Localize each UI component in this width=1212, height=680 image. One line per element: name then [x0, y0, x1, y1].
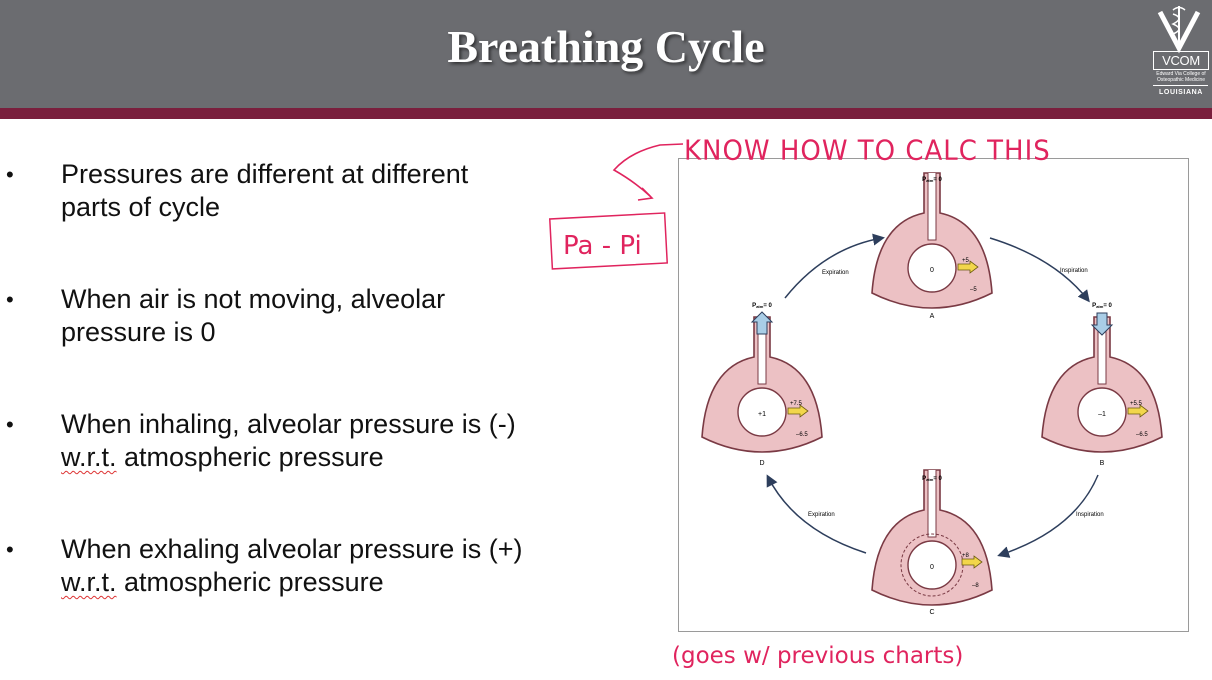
stage-b: –1 +5.5 –6.5 B Patm= 0 [1041, 303, 1163, 467]
bullet-marker: • [6, 162, 14, 187]
header-bar [0, 0, 1212, 108]
expiration-arrow-top [784, 233, 885, 299]
stage-d-intrapleural: –6.5 [796, 432, 808, 438]
stage-a-patm: Patm= 0 [922, 177, 942, 183]
bullet-marker: • [6, 412, 14, 437]
logo-state: LOUISIANA [1159, 89, 1203, 96]
handwritten-formula-box [548, 212, 669, 270]
stage-d-patm: Patm= 0 [752, 303, 772, 309]
vcom-logo-icon [1157, 6, 1201, 54]
stage-a-alveolar: 0 [930, 267, 934, 274]
stage-c-transpulmonary: +8 [962, 553, 970, 559]
bullet-marker: • [6, 287, 14, 312]
stage-b-patm: Patm= 0 [1092, 303, 1112, 309]
handwritten-pointer-head [637, 187, 654, 201]
inspiration-label-bottom: Inspiration [1076, 512, 1104, 518]
stage-d-label: D [759, 460, 764, 467]
handwritten-pointer-arrow [612, 143, 684, 197]
stage-d: +1 +7.5 –6.5 D Patm= 0 [701, 303, 823, 467]
stage-c-intrapleural: –8 [972, 583, 979, 589]
stage-c-patm: Patm= 0 [922, 476, 942, 482]
bullet-text: When exhaling alveolar pressure is (+) w… [61, 534, 523, 597]
expiration-label-top: Expiration [822, 270, 849, 276]
stage-a-transpulmonary: +5 [962, 258, 970, 264]
stage-b-transpulmonary: +5.5 [1130, 401, 1143, 407]
bullet-text: When inhaling, alveolar pressure is (-) … [61, 409, 516, 472]
stage-d-transpulmonary: +7.5 [790, 401, 803, 407]
logo-rule [1153, 85, 1208, 86]
bullet-text: Pressures are different at different par… [61, 159, 469, 222]
handwritten-bottom-note: (goes w/ previous charts) [672, 643, 963, 669]
stage-b-label: B [1100, 460, 1105, 467]
stage-b-alveolar: –1 [1098, 411, 1106, 418]
logo-subtitle: Edward Via College of Osteopathic Medici… [1156, 71, 1206, 83]
bullet-marker: • [6, 537, 14, 562]
stage-a-intrapleural: –5 [970, 287, 977, 293]
slide-title: Breathing Cycle [447, 21, 765, 72]
handwritten-top-note: KNOW HOW TO CALC THIS [684, 135, 1051, 167]
stage-c: 0 +8 –8 C Patm= 0 [871, 469, 993, 616]
handwritten-formula: Pa - Pi [563, 231, 642, 261]
stage-c-alveolar: 0 [930, 564, 934, 571]
expiration-arrow-bottom [766, 474, 867, 554]
inspiration-arrow-top [989, 237, 1090, 303]
stage-a-label: A [930, 313, 935, 320]
stage-d-alveolar: +1 [758, 411, 766, 418]
stage-a: 0 +5 –5 A Patm= 0 [871, 172, 993, 320]
logo-wordmark: VCOM [1153, 51, 1209, 70]
inspiration-label-top: Inspiration [1060, 268, 1088, 274]
expiration-label-bottom: Expiration [808, 512, 835, 518]
stage-c-label: C [929, 609, 934, 616]
stage-b-intrapleural: –6.5 [1136, 432, 1148, 438]
header-stripe [0, 108, 1212, 119]
bullet-text: When air is not moving, alveolar pressur… [61, 284, 446, 347]
inspiration-arrow-bottom [997, 474, 1099, 558]
